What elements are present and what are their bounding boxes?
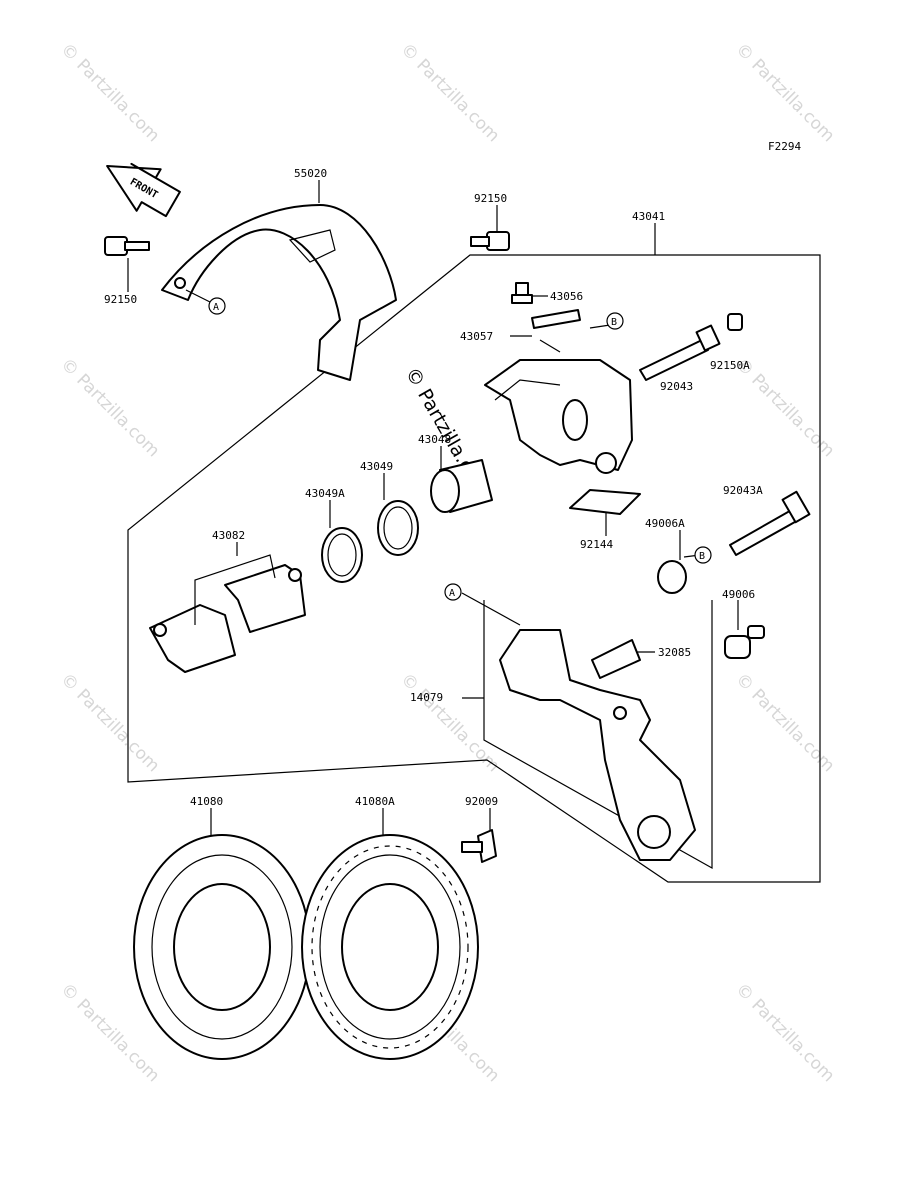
svg-text:A: A <box>213 302 219 313</box>
label-43041: 43041 <box>632 210 665 223</box>
label-49006A: 49006A <box>645 517 685 530</box>
spring-92144-icon <box>569 489 641 515</box>
brake-disc-41080A <box>301 834 479 1060</box>
brake-disc-41080 <box>133 834 311 1060</box>
part-labels: 55020 92150 43041 92150 43056 43057 9215… <box>104 167 763 808</box>
leader-lines <box>127 180 739 835</box>
watermark: © Partzilla.com <box>731 39 838 146</box>
label-43056: 43056 <box>550 290 583 303</box>
label-92150-top: 92150 <box>474 192 507 205</box>
piston-43048-icon <box>430 459 493 513</box>
caliper-holder-14079 <box>499 629 696 861</box>
seal-43049A-icon <box>321 527 363 583</box>
label-43048: 43048 <box>418 433 451 446</box>
diagram-code: F2294 <box>768 140 801 153</box>
label-32085: 32085 <box>658 646 691 659</box>
cap-43057-icon <box>531 309 581 329</box>
label-92043A: 92043A <box>723 484 763 497</box>
pin-92043-icon <box>639 324 721 381</box>
seal-43049-icon <box>377 500 419 556</box>
brake-guard-55020 <box>161 204 397 381</box>
bleeder-43056-icon <box>511 282 533 304</box>
label-43049: 43049 <box>360 460 393 473</box>
bolt-92150-left-icon <box>104 236 150 256</box>
cap-92150A-icon <box>727 313 743 331</box>
label-92144: 92144 <box>580 538 613 551</box>
watermark: © Partzilla.com <box>56 39 163 146</box>
label-41080A: 41080A <box>355 795 395 808</box>
boot-49006-icon <box>724 625 765 659</box>
label-55020: 55020 <box>294 167 327 180</box>
callout-b-mid: B <box>694 546 712 564</box>
spring-32085-icon <box>591 639 641 679</box>
front-arrow-icon: FRONT <box>106 162 181 218</box>
watermark: © Partzilla.com <box>56 669 163 776</box>
caliper-holder-outline <box>483 600 713 870</box>
label-41080: 41080 <box>190 795 223 808</box>
watermark: © Partzilla.com <box>56 354 163 461</box>
label-49006: 49006 <box>722 588 755 601</box>
label-92150-left: 92150 <box>104 293 137 306</box>
label-43049A: 43049A <box>305 487 345 500</box>
watermark: © Partzilla.com <box>731 979 838 1086</box>
caliper-body-43041 <box>484 359 633 474</box>
boot-49006A-icon <box>657 560 687 594</box>
svg-text:B: B <box>699 551 705 562</box>
bolt-92150-top-icon <box>470 231 510 251</box>
svg-text:A: A <box>449 588 455 599</box>
label-43057: 43057 <box>460 330 493 343</box>
pin-92043A-icon <box>729 490 811 556</box>
watermark: © Partzilla.com <box>731 669 838 776</box>
label-92009: 92009 <box>465 795 498 808</box>
label-92150A: 92150A <box>710 359 750 372</box>
watermark: © Partzilla.com <box>396 39 503 146</box>
assembly-outline <box>127 254 821 883</box>
brake-pads-43082-icon <box>149 564 306 673</box>
label-43082: 43082 <box>212 529 245 542</box>
callout-a-mid: A <box>444 583 462 601</box>
svg-text:B: B <box>611 317 617 328</box>
label-14079: 14079 <box>410 691 443 704</box>
label-92043: 92043 <box>660 380 693 393</box>
screw-92009-icon <box>461 829 497 863</box>
callout-a-top: A <box>208 297 226 315</box>
callout-b-top: B <box>606 312 624 330</box>
